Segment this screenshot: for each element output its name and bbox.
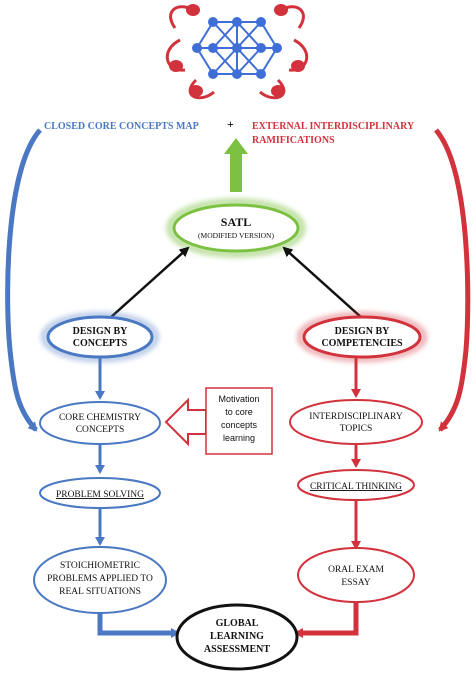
design-by-competencies-node: DESIGN BY COMPETENCIES [296,311,428,363]
core-chem-line1: CORE CHEMISTRY [59,413,141,423]
motivation-line1: Motivation [218,394,259,404]
problem-solving-label: PROBLEM SOLVING [56,490,144,500]
motivation-line2: to core [225,407,253,417]
stoichiometric-node: STOICHIOMETRIC PROBLEMS APPLIED TO REAL … [33,546,167,614]
hollow-left-arrow [164,397,207,447]
oral-exam-line1: ORAL EXAM [328,565,384,575]
green-up-arrow [224,138,248,192]
critical-thinking-node: CRITICAL THINKING [297,469,415,501]
top-right-label-line1: EXTERNAL INTERDISCIPLINARY [252,121,415,132]
motivation-line3: concepts [221,420,258,430]
motivation-callout: Motivation to core concepts learning [164,387,273,455]
satl-title: SATL [221,215,251,229]
satl-node: SATL (MODIFIED VERSION) [166,198,306,258]
satl-subtitle: (MODIFIED VERSION) [198,231,274,240]
core-chemistry-node: CORE CHEMISTRY CONCEPTS [39,401,161,445]
right-loop-arrow [434,128,471,432]
stoich-line2: PROBLEMS APPLIED TO [47,574,153,584]
arrow-oral-to-global [294,602,359,638]
oral-exam-line2: ESSAY [341,578,370,588]
arrow-competencies-to-satl [282,246,363,319]
arrow-stoich-to-global [97,613,180,638]
critical-thinking-label: CRITICAL THINKING [310,482,402,492]
motivation-box [205,387,273,455]
stoich-line3: REAL SITUATIONS [59,587,141,597]
global-line2: LEARNING [210,631,264,642]
motivation-line4: learning [223,433,255,443]
left-loop-arrow [5,128,42,432]
problem-solving-node: PROBLEM SOLVING [39,477,161,509]
design-competencies-line1: DESIGN BY [335,326,391,337]
interdisciplinary-node: INTERDISCIPLINARY TOPICS [289,399,423,445]
design-concepts-line2: CONCEPTS [73,338,128,349]
interdisciplinary-line2: TOPICS [340,424,373,434]
global-line3: ASSESSMENT [204,644,270,655]
network-icon [165,4,309,100]
top-left-label: CLOSED CORE CONCEPTS MAP [44,121,199,132]
global-assessment-node: GLOBAL LEARNING ASSESSMENT [175,603,299,671]
interdisciplinary-line1: INTERDISCIPLINARY [309,412,403,422]
arrow-concepts-to-satl [109,246,190,319]
global-line1: GLOBAL [216,618,259,629]
core-chem-line2: CONCEPTS [76,425,125,435]
design-by-concepts-node: DESIGN BY CONCEPTS [40,311,160,363]
oral-exam-node: ORAL EXAM ESSAY [297,547,415,603]
stoich-line1: STOICHIOMETRIC [60,561,140,571]
plus-sign: + [227,117,234,131]
top-right-label-line2: RAMIFICATIONS [252,135,335,146]
design-concepts-line1: DESIGN BY [73,326,129,337]
design-competencies-line2: COMPETENCIES [321,338,403,349]
